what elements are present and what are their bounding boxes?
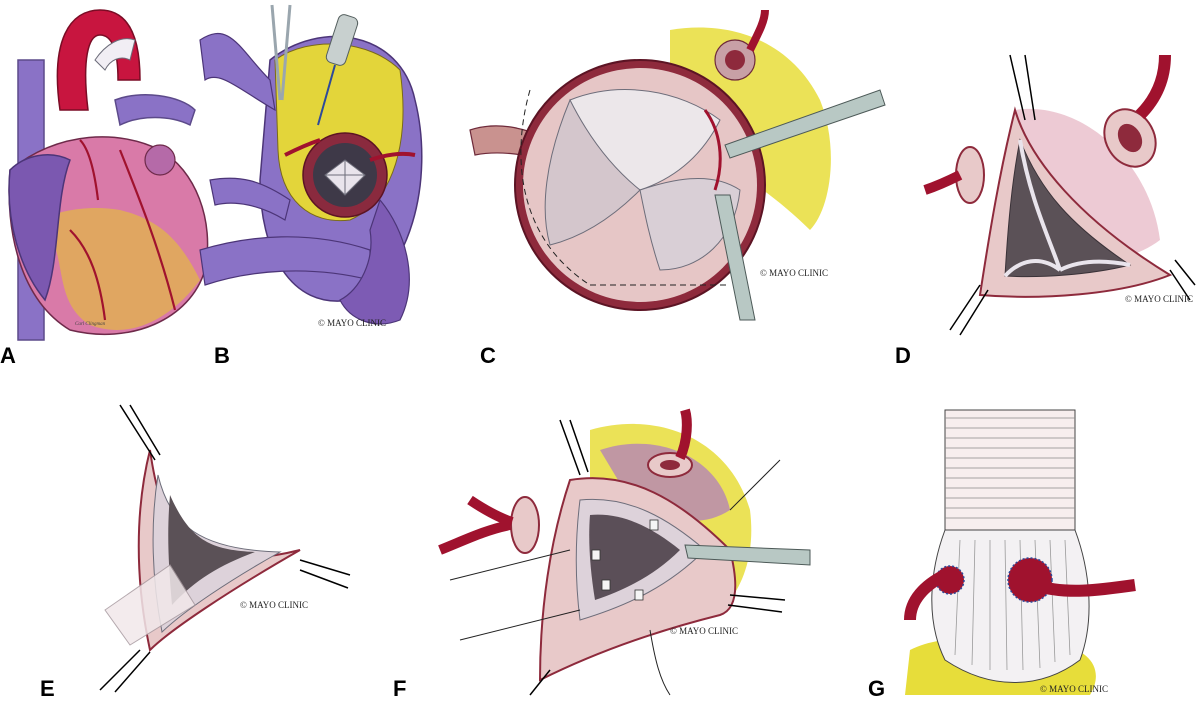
copyright-mark: © MAYO CLINIC: [760, 268, 829, 278]
excised-root-illustration: [923, 54, 1196, 336]
completed-graft-illustration: [904, 409, 1136, 695]
copyright-mark: © MAYO CLINIC: [1125, 294, 1194, 304]
panel-d: © MAYO CLINIC: [920, 40, 1200, 340]
opened-root-illustration: [469, 9, 886, 321]
panel-b: © MAYO CLINIC: [199, 0, 440, 335]
panel-letter-e: E: [40, 676, 55, 701]
panel-letter-g: G: [868, 676, 886, 701]
copyright-mark: © MAYO CLINIC: [318, 318, 387, 328]
panel-letter-a: A: [0, 343, 16, 368]
copyright-mark: © MAYO CLINIC: [1040, 684, 1109, 694]
panel-e: © MAYO CLINIC: [80, 400, 380, 700]
aortic-root-illustration: [199, 4, 423, 325]
panel-a: Carl Clingman: [0, 0, 215, 341]
panel-f: © MAYO CLINIC: [430, 400, 830, 700]
panel-letter-c: C: [480, 343, 496, 368]
panel-letter-b: B: [214, 343, 230, 368]
suture-placement-illustration: [438, 408, 811, 696]
artist-signature: Carl Clingman: [75, 322, 106, 327]
valve-sizing-illustration: [99, 404, 351, 693]
copyright-mark: © MAYO CLINIC: [670, 626, 739, 636]
panel-letter-f: F: [393, 676, 407, 701]
panel-g: © MAYO CLINIC: [890, 400, 1200, 700]
panel-c: © MAYO CLINIC: [469, 9, 890, 340]
copyright-mark: © MAYO CLINIC: [240, 600, 309, 610]
heart-illustration: [8, 9, 209, 341]
panel-letter-d: D: [895, 343, 911, 368]
